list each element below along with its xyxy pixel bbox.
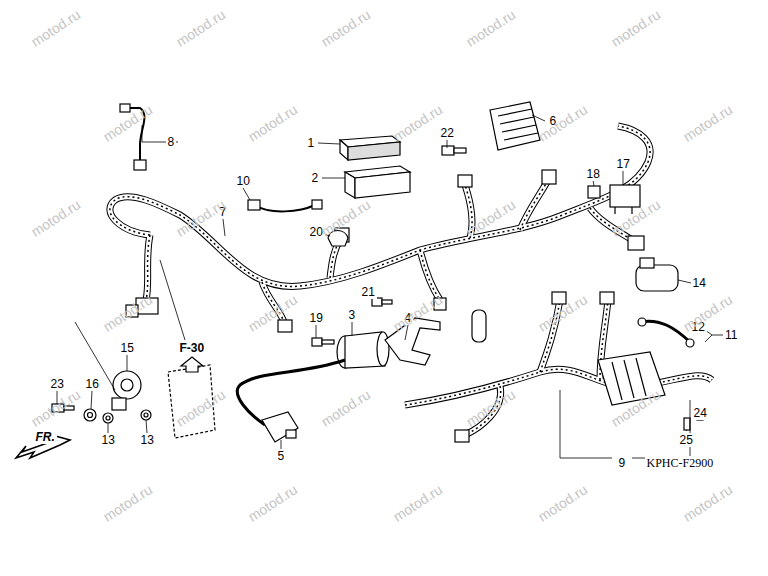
watermark: motod.ru bbox=[463, 7, 517, 49]
callout-number: 21 bbox=[360, 285, 377, 299]
page-reference: F-30 bbox=[178, 341, 207, 355]
callout-number: 3 bbox=[347, 308, 358, 322]
watermark: motod.ru bbox=[100, 482, 154, 524]
callout-number: 14 bbox=[691, 276, 708, 290]
watermark: motod.ru bbox=[245, 102, 299, 144]
watermark: motod.ru bbox=[535, 102, 589, 144]
watermark: motod.ru bbox=[680, 482, 734, 524]
callout-number: 18 bbox=[585, 167, 602, 181]
callout-number: 13 bbox=[139, 433, 156, 447]
callout-number: 5 bbox=[276, 449, 287, 463]
figure-code: KPHC-F2900 bbox=[645, 456, 716, 470]
callout-number: 24 bbox=[692, 406, 709, 420]
watermark: motod.ru bbox=[318, 387, 372, 429]
callout-number: 16 bbox=[84, 377, 101, 391]
callout-number: 15 bbox=[119, 341, 136, 355]
callout-number: 1 bbox=[306, 136, 317, 150]
watermark: motod.ru bbox=[173, 7, 227, 49]
callout-number: 23 bbox=[49, 377, 66, 391]
watermark: motod.ru bbox=[28, 197, 82, 239]
callout-number: 19 bbox=[308, 311, 325, 325]
front-direction-label: FR. bbox=[34, 430, 57, 444]
callout-number: 17 bbox=[615, 157, 632, 171]
watermark: motod.ru bbox=[318, 7, 372, 49]
watermark: motod.ru bbox=[680, 102, 734, 144]
watermark: motod.ru bbox=[390, 102, 444, 144]
watermark: motod.ru bbox=[390, 482, 444, 524]
watermark: motod.ru bbox=[608, 7, 662, 49]
callout-number: 8 bbox=[166, 135, 177, 149]
watermark: motod.ru bbox=[245, 482, 299, 524]
callout-number: 2 bbox=[310, 171, 321, 185]
callout-number: 9 bbox=[617, 456, 628, 470]
watermark: motod.ru bbox=[28, 7, 82, 49]
callout-number: 11 bbox=[723, 328, 739, 342]
callout-number: 13 bbox=[100, 433, 117, 447]
callout-number: 22 bbox=[439, 126, 456, 140]
callout-number: 25 bbox=[678, 433, 695, 447]
callout-number: 10 bbox=[235, 174, 252, 188]
watermark: motod.ru bbox=[535, 482, 589, 524]
